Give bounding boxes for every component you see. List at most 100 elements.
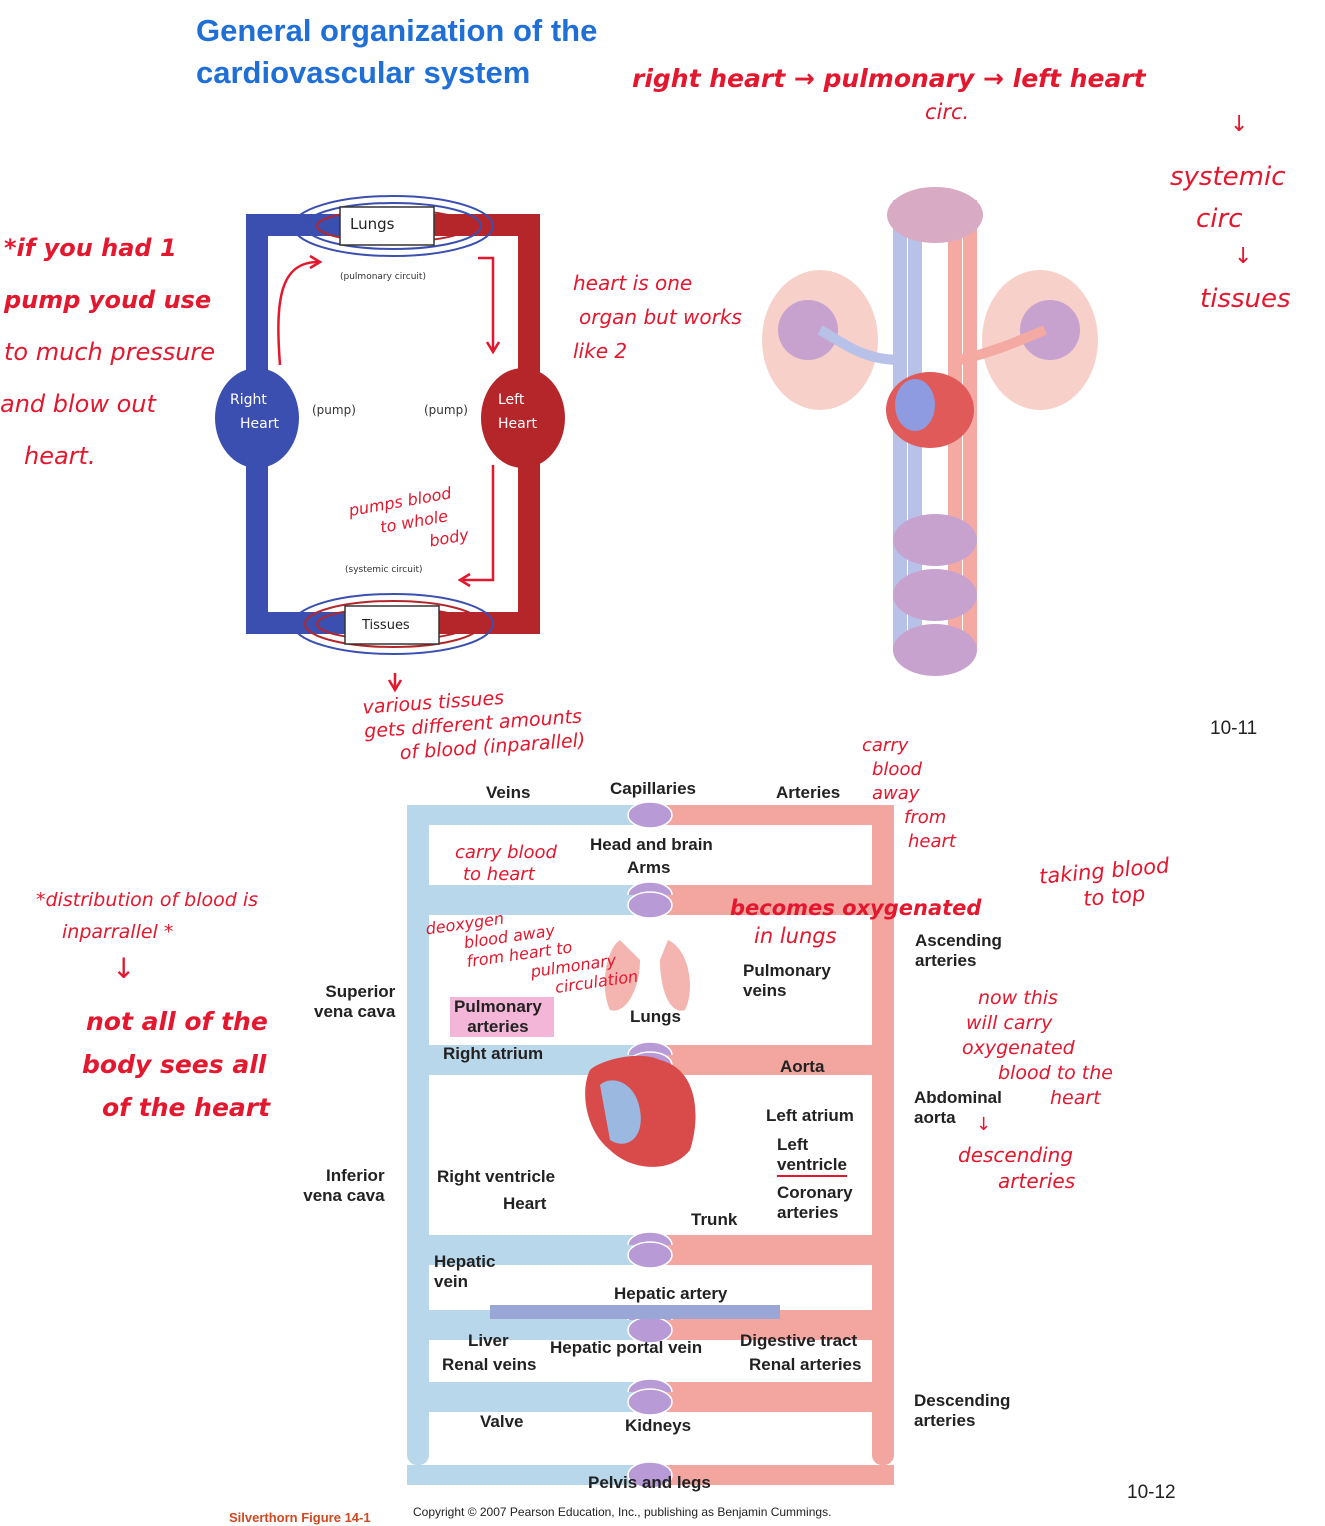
figure-credit: Silverthorn Figure 14-1: [229, 1510, 371, 1525]
hepatic-portal-label: Hepatic portal vein: [550, 1338, 703, 1357]
descending-line-2: arteries: [914, 1411, 976, 1430]
hand-down-arrow-2: ↓: [1234, 244, 1253, 269]
heart-organ-line-3: like 2: [573, 339, 628, 363]
arteries-label: Arteries: [776, 783, 841, 802]
becomes-2: in lungs: [754, 924, 837, 948]
hand-becomes-oxygenated: becomes oxygenated in lungs: [730, 894, 981, 950]
hand-now-this: now this will carry oxygenated blood to …: [962, 986, 1113, 1111]
distribution-1: *distribution of blood is: [36, 889, 259, 911]
vein-segment: [407, 1245, 650, 1265]
superior-line-2: vena cava: [314, 1002, 396, 1021]
descending-line-1: Descending: [914, 1391, 1011, 1410]
right-ventricle-label: Right ventricle: [437, 1167, 556, 1186]
left-ventricle-label: Left ventricle: [777, 1135, 847, 1177]
capillary-bed: [627, 891, 673, 919]
hand-flow-circ: circ.: [925, 100, 970, 124]
loop-interior: [429, 1340, 872, 1382]
trunk-label: Trunk: [691, 1210, 738, 1229]
capillary-bed: [627, 801, 673, 829]
left-atrium-label: Left atrium: [766, 1106, 854, 1125]
pelvis-legs-label: Pelvis and legs: [588, 1473, 711, 1492]
hand-down-arrow-3: ↓: [112, 952, 136, 985]
loop-interior: [429, 1265, 872, 1310]
hand-carry-to: carry blood to heart: [455, 842, 557, 886]
hepatic-vein-label: Hepatic vein: [434, 1252, 495, 1292]
hand-various-tissues: various tissues gets different amounts o…: [362, 680, 586, 767]
pump-label-right: (pump): [424, 403, 468, 417]
now-this-5: heart: [1050, 1087, 1101, 1109]
right-heart-line-2: Heart: [240, 416, 279, 432]
carry-away-4: from: [904, 807, 947, 828]
hand-not-all: not all of the body sees all of the hear…: [82, 1000, 271, 1129]
now-this-1: now this: [978, 987, 1058, 1009]
left-heart-label: Left Heart: [498, 388, 537, 436]
loop-interior: [429, 1412, 872, 1465]
slide-number-top: 10-11: [1210, 718, 1258, 739]
hepatic-vein-line-2: vein: [434, 1272, 469, 1291]
artery-segment: [650, 1245, 894, 1265]
heart-organ-line-1: heart is one: [573, 271, 693, 295]
head-brain-label: Head and brain: [590, 835, 713, 854]
carry-to-1: carry blood: [455, 842, 557, 863]
carry-away-5: heart: [908, 831, 956, 852]
renal-veins-label: Renal veins: [442, 1355, 537, 1374]
veins-label: Veins: [486, 783, 531, 802]
hand-tissues: tissues: [1200, 284, 1291, 314]
renal-arteries-label: Renal arteries: [749, 1355, 862, 1374]
hand-heart-organ: heart is one organ but works like 2: [573, 266, 742, 368]
carry-to-2: to heart: [463, 864, 535, 885]
aorta-label: Aorta: [780, 1057, 825, 1076]
pulmonary-veins-label: Pulmonary veins: [743, 961, 831, 1001]
if-pump-line-2: pump youd use: [4, 286, 212, 314]
pulm-vein-line-2: veins: [743, 981, 787, 1000]
ascending-line-2: arteries: [915, 951, 977, 970]
pump-label-left: (pump): [312, 403, 356, 417]
systemic-circuit-label: (systemic circuit): [345, 565, 423, 575]
title-line-1: General organization of the: [196, 13, 598, 48]
hand-distribution: *distribution of blood is inparrallel *: [36, 884, 258, 948]
body-circulation-illustration: [762, 187, 1098, 676]
arms-label: Arms: [627, 858, 671, 877]
capillary-bed: [627, 1388, 673, 1416]
digestive-tract-label: Digestive tract: [740, 1331, 858, 1350]
lv-line-1: Left: [777, 1135, 809, 1154]
not-all-1: not all of the: [86, 1007, 268, 1036]
descending-hand-2: arteries: [998, 1169, 1076, 1193]
capillary-bed: [627, 1461, 673, 1489]
pulmonary-arteries-label: Pulmonary arteries: [454, 997, 542, 1037]
abdominal-line-1: Abdominal: [914, 1088, 1002, 1107]
pulmonary-circuit-label: (pulmonary circuit): [340, 272, 426, 282]
vein-segment: [407, 895, 650, 915]
if-pump-line-1: *if you had 1: [4, 234, 177, 262]
hand-flow-line: right heart → pulmonary → left heart: [632, 64, 1146, 93]
artery-segment: [650, 805, 894, 825]
not-all-3: of the heart: [102, 1093, 271, 1122]
ascending-arteries-label: Ascending arteries: [915, 931, 1002, 971]
inferior-line-2: vena cava: [303, 1186, 385, 1205]
distribution-2: inparrallel *: [62, 921, 174, 943]
lv-line-2: ventricle: [777, 1155, 847, 1177]
heart-label: Heart: [503, 1194, 547, 1213]
carry-away-2: blood: [872, 759, 922, 780]
pulm-vein-line-1: Pulmonary: [743, 961, 831, 980]
right-atrium-label: Right atrium: [443, 1044, 544, 1063]
liver-label: Liver: [468, 1331, 509, 1350]
becomes-1: becomes oxygenated: [730, 896, 982, 920]
artery-segment: [650, 1392, 894, 1412]
kidneys-label: Kidneys: [625, 1416, 692, 1435]
capillary-bed: [627, 1241, 673, 1269]
inferior-vc-label: Inferior vena cava: [303, 1166, 384, 1206]
loop-interior: [429, 825, 872, 885]
hand-down-arrow-4: ↓: [976, 1114, 992, 1135]
left-heart-line-2: Heart: [498, 416, 537, 432]
vein-segment: [407, 1392, 650, 1412]
hand-carry-away: carry blood away from heart: [862, 734, 956, 854]
slide-number-bottom: 10-12: [1127, 1482, 1176, 1503]
hand-systemic: systemic: [1170, 162, 1286, 192]
pulm-art-line-1: Pulmonary: [454, 997, 542, 1016]
pulm-art-line-2: arteries: [467, 1017, 529, 1036]
vein-segment: [407, 1320, 650, 1340]
hepatic-artery-label: Hepatic artery: [614, 1284, 728, 1303]
hand-down-arrow-1: ↓: [1230, 112, 1249, 137]
